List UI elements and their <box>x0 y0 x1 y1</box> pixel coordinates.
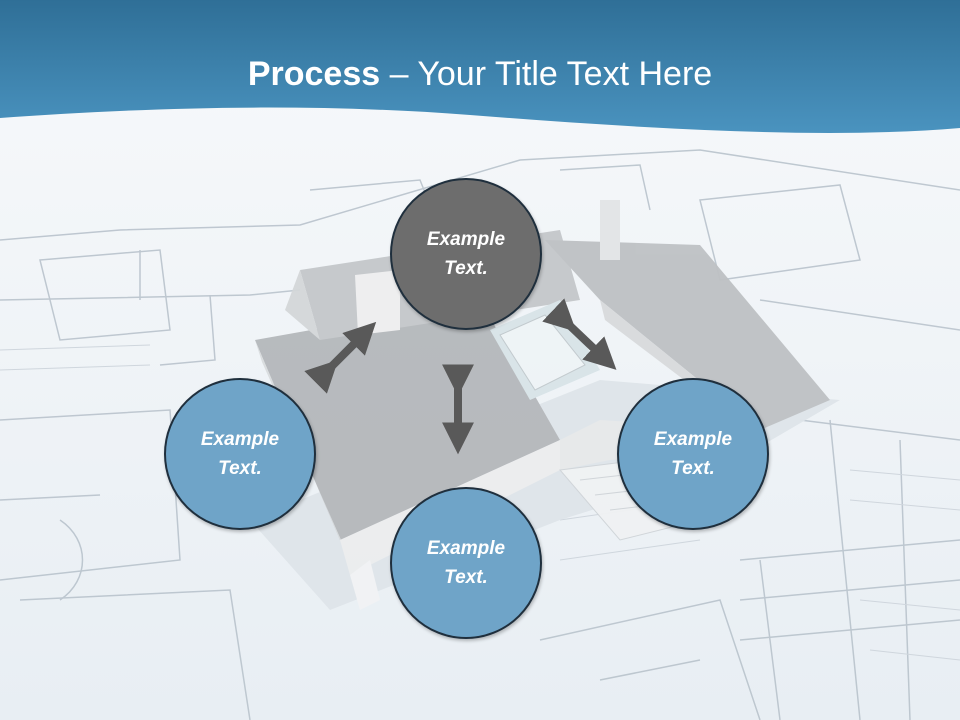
title-rest: – Your Title Text Here <box>380 55 713 93</box>
node-left[interactable]: Example Text. <box>164 378 316 530</box>
node-left-text: Example Text. <box>200 429 280 479</box>
header-band <box>0 0 960 133</box>
node-right-text: Example Text. <box>653 429 733 479</box>
arrow-top-right <box>542 298 617 370</box>
arrow-top-left <box>304 321 377 394</box>
title-bold: Process <box>247 55 381 93</box>
node-bottom-text: Example Text. <box>426 538 506 588</box>
slide-title: Process – Your Title Text Here <box>0 52 960 96</box>
blueprint-lines <box>0 149 960 720</box>
node-top[interactable]: Example Text. <box>390 178 542 330</box>
node-top-text: Example Text. <box>426 229 506 279</box>
node-bottom[interactable]: Example Text. <box>390 487 542 639</box>
node-right[interactable]: Example Text. <box>617 378 769 530</box>
